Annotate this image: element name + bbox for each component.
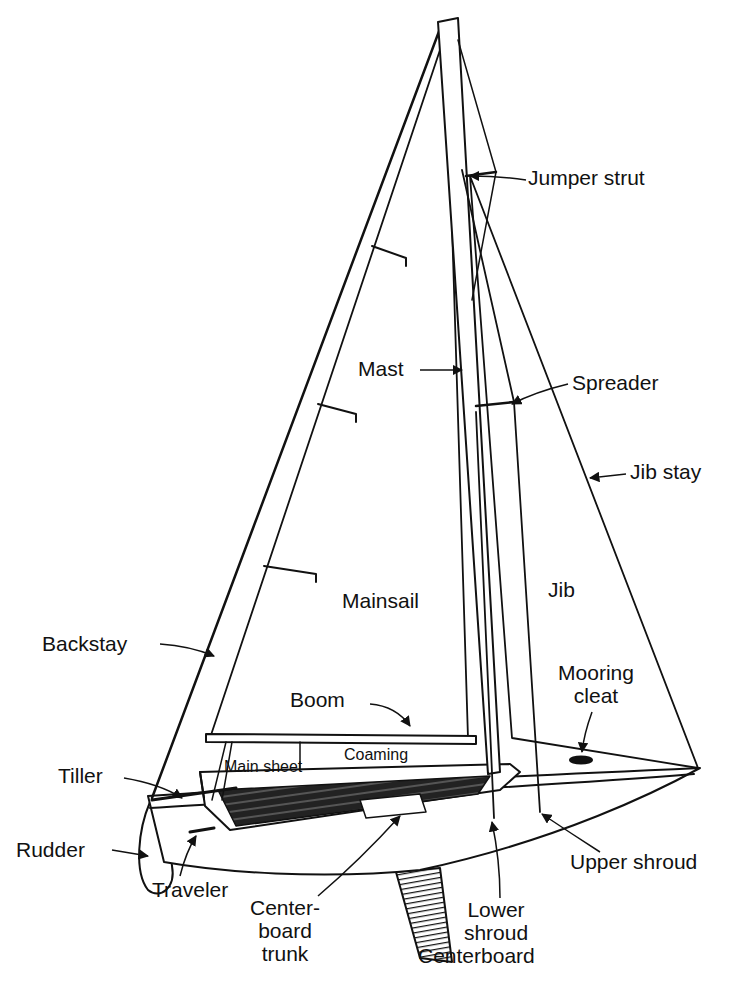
part-label: Coaming (344, 746, 434, 764)
spreader-bar (476, 402, 514, 406)
batten (264, 566, 316, 582)
part-label: Upper shroud (570, 850, 720, 873)
leader-line (420, 369, 462, 371)
lower-shroud-line (476, 412, 494, 818)
upper-shroud-line (462, 170, 540, 812)
part-label: Main sheet (224, 758, 334, 776)
mainsail-shape (210, 32, 468, 738)
part-label: Jib (548, 578, 608, 601)
part-label: Mainsail (342, 589, 462, 612)
part-label: Traveler (152, 878, 252, 901)
batten (372, 246, 406, 266)
leader-line (124, 778, 182, 798)
leader-line (542, 814, 600, 852)
leader-line (370, 704, 410, 726)
leader-line (470, 176, 526, 180)
leader-line (512, 384, 568, 404)
part-label: Jib stay (630, 460, 730, 483)
jumper-stay (458, 40, 496, 300)
leader-line (582, 712, 592, 752)
part-label: Mast (358, 357, 428, 380)
part-label: Lower shroud (446, 898, 546, 944)
mooring-cleat (570, 757, 592, 764)
part-label: Tiller (58, 764, 138, 787)
batten (318, 404, 356, 422)
part-label: Jumper strut (528, 166, 668, 189)
leader-line (160, 644, 214, 656)
part-label: Mooring cleat (540, 661, 652, 707)
leader-line (318, 816, 400, 896)
traveler-bar (190, 828, 214, 832)
mast-spar (438, 18, 500, 774)
leader-line (112, 850, 148, 856)
part-label: Spreader (572, 371, 692, 394)
leader-line (180, 836, 196, 876)
part-label: Center- board trunk (246, 896, 324, 965)
part-label: Boom (290, 688, 370, 711)
leader-line (492, 822, 500, 898)
part-label: Rudder (16, 838, 106, 861)
leader-line (590, 474, 626, 478)
part-label: Backstay (42, 632, 162, 655)
part-label: Centerboard (418, 944, 568, 967)
boom-spar (206, 734, 476, 744)
centerboard-trunk-shape (360, 794, 426, 818)
cockpit-floor (218, 776, 490, 826)
